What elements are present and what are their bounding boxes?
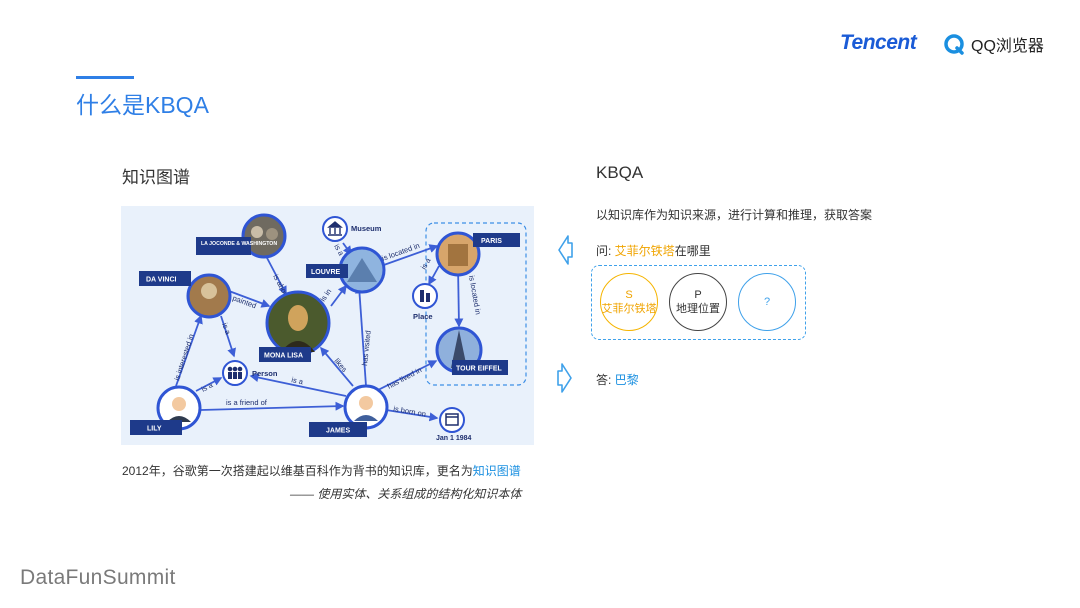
triple-box: S 艾菲尔铁塔 P 地理位置 ? xyxy=(591,265,806,340)
caption-highlight: 知识图谱 xyxy=(472,464,521,478)
question-suffix: 在哪里 xyxy=(674,244,711,258)
paris-group-box xyxy=(425,222,527,386)
edge-label-is-a-davinci: is a xyxy=(220,322,233,337)
edge-label-is-a-james: is a xyxy=(291,375,305,386)
tag-paris xyxy=(473,233,520,247)
tour-eiffel-label: TOUR EIFFEL xyxy=(456,366,502,373)
node-person: Person xyxy=(222,360,278,386)
edge-label-is-a-place: is a xyxy=(419,256,433,271)
edge-label-likes: likes xyxy=(332,357,349,374)
knowledge-graph-caption: 2012年，谷歌第一次搭建起以维基百科作为背书的知识库，更名为知识图谱 xyxy=(122,462,521,479)
edge-likes xyxy=(320,346,354,387)
edge-is-a-davinci xyxy=(220,315,236,358)
node-date: Jan 1 1984 xyxy=(436,407,472,442)
edge-label-is-interested-in: is interested in xyxy=(172,333,196,382)
object-circle: ? xyxy=(738,273,796,331)
edge-label-is-located-in-2: is located in xyxy=(467,275,483,316)
arrow-left-icon xyxy=(558,235,573,265)
node-paris xyxy=(435,231,481,277)
subject-circle: S 艾菲尔铁塔 xyxy=(600,273,658,331)
tag-da-vinci xyxy=(139,271,191,286)
predicate-letter: P xyxy=(694,289,702,301)
person-label: Person xyxy=(252,369,278,378)
object-value: ? xyxy=(763,296,771,308)
da-vinci-label: DA VINCI xyxy=(146,277,177,284)
qq-browser-label: QQ浏览器 xyxy=(971,38,1044,55)
predicate-circle: P 地理位置 xyxy=(669,273,727,331)
caption-prefix: 2012年，谷歌第一次搭建起以维基百科作为背书的知识库，更名为 xyxy=(122,464,473,478)
lily-label: LILY xyxy=(147,426,162,433)
kbqa-description: 以知识库作为知识来源，进行计算和推理，获取答案 xyxy=(596,208,873,222)
node-place: Place xyxy=(412,283,438,321)
tag-la-joconde xyxy=(196,237,251,255)
date-label: Jan 1 1984 xyxy=(436,435,472,442)
qq-browser-icon xyxy=(944,34,964,55)
edge-is-a-place xyxy=(428,265,440,286)
knowledge-graph-diagram: is about is a is located in is a is loca… xyxy=(121,206,534,445)
place-label: Place xyxy=(413,312,433,321)
louvre-label: LOUVRE xyxy=(311,269,341,276)
node-la-joconde xyxy=(241,213,287,259)
james-label: JAMES xyxy=(326,428,350,435)
edge-has-visited xyxy=(355,284,367,387)
paris-label: PARIS xyxy=(481,238,502,245)
edge-is-a-lily xyxy=(195,377,223,392)
tag-mona-lisa xyxy=(259,347,311,362)
knowledge-graph-quote: —— 使用实体、关系组成的结构化知识本体 xyxy=(290,487,522,501)
node-james xyxy=(343,384,389,430)
subject-value: 艾菲尔铁塔 xyxy=(601,303,657,315)
question-prefix: 问: xyxy=(596,244,615,258)
answer-text: 答: 巴黎 xyxy=(596,371,639,388)
kbqa-heading: KBQA xyxy=(596,163,644,182)
edge-is-a-james xyxy=(249,373,347,397)
subject-letter: S xyxy=(625,289,633,301)
museum-label: Museum xyxy=(351,224,382,233)
predicate-value: 地理位置 xyxy=(676,303,720,315)
la-joconde-label: LA JOCONDE & WASHINGTON xyxy=(201,241,277,247)
edge-label-has-lived-in: has lived in xyxy=(386,365,423,391)
answer-prefix: 答: xyxy=(596,373,615,387)
tag-louvre xyxy=(306,264,348,278)
question-entity: 艾菲尔铁塔 xyxy=(614,244,675,258)
datafun-summit-logo: DataFunSummit xyxy=(20,566,176,589)
knowledge-graph-heading: 知识图谱 xyxy=(122,168,190,187)
edge-has-lived-in xyxy=(375,360,438,392)
edge-is-born-on xyxy=(385,409,439,422)
arrow-right-icon xyxy=(557,363,572,393)
node-da-vinci xyxy=(186,273,232,319)
tag-james xyxy=(309,422,367,437)
edge-label-has-visited: has visited xyxy=(360,330,373,366)
mona-lisa-label: MONA LISA xyxy=(264,353,303,360)
tencent-logo: Tencent xyxy=(840,31,917,54)
edge-is-in xyxy=(330,284,347,307)
page-title: 什么是KBQA xyxy=(76,92,209,118)
title-accent-bar xyxy=(76,76,134,79)
qq-browser-logo: QQ浏览器 xyxy=(943,32,1044,56)
place-icon xyxy=(412,283,438,309)
calendar-icon xyxy=(439,407,465,433)
tag-lily xyxy=(130,420,182,435)
edge-is-located-in-1 xyxy=(380,244,439,267)
edge-is-a-friend-of xyxy=(200,401,345,411)
edge-label-is-a-friend-of: is a friend of xyxy=(226,398,268,407)
question-text: 问: 艾菲尔铁塔在哪里 xyxy=(596,242,711,259)
answer-value: 巴黎 xyxy=(614,373,639,387)
la-joconde-image xyxy=(241,213,287,259)
edge-painted xyxy=(228,290,271,308)
node-museum: Museum xyxy=(322,216,382,242)
edge-is-about xyxy=(265,255,287,296)
node-mona-lisa xyxy=(265,290,331,356)
node-louvre xyxy=(338,246,386,294)
edge-is-interested-in xyxy=(175,314,203,387)
edge-label-is-born-on: is born on xyxy=(393,404,427,419)
tag-tour-eiffel xyxy=(452,360,508,375)
